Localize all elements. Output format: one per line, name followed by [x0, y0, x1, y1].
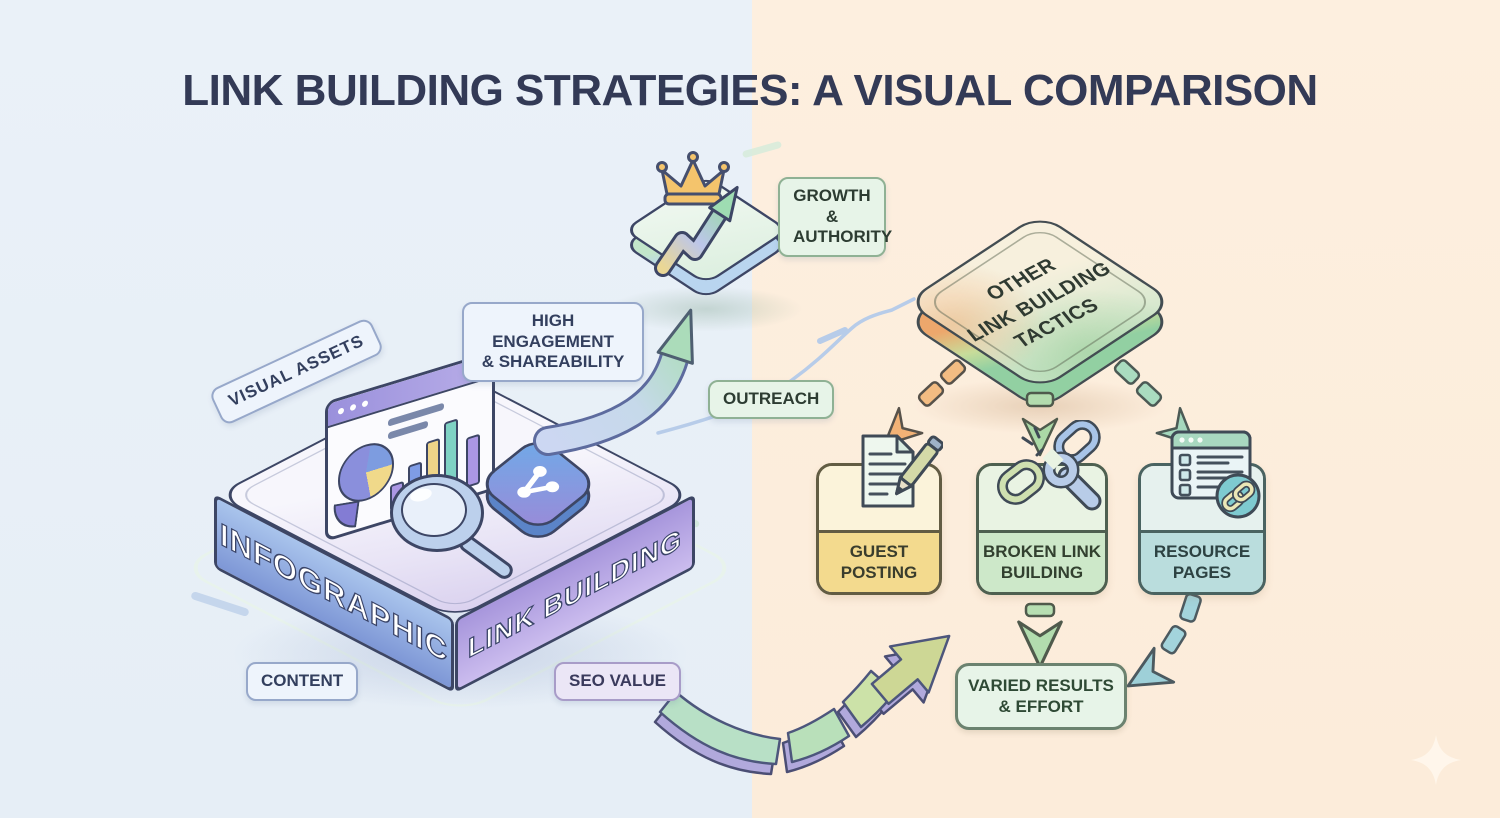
browser-dot-icon [350, 403, 356, 412]
outreach-label: OUTREACH [708, 380, 835, 419]
browser-dot-icon [362, 399, 368, 408]
tactics-diamond-label: OTHER LINK BUILDING TACTICS [963, 254, 1116, 353]
card-resource-label: RESOURCE PAGES [1141, 530, 1263, 592]
seo-value-label: SEO VALUE [554, 662, 681, 701]
magnifier-lens [401, 483, 467, 537]
tactics-diamond-label-wrap: OTHER LINK BUILDING TACTICS [944, 206, 1136, 398]
share-icon [475, 434, 601, 534]
high-engagement-label: HIGH ENGAGEMENT & SHAREABILITY [462, 302, 644, 383]
page-title: LINK BUILDING STRATEGIES: A VISUAL COMPA… [182, 66, 1318, 115]
pie-chart-icon [338, 435, 394, 510]
growth-authority-label: GROWTH & AUTHORITY [778, 177, 892, 258]
card-guest-label: GUEST POSTING [819, 530, 939, 592]
pie-wedge-icon [330, 500, 360, 532]
document-pen-icon [843, 428, 945, 529]
broken-chain-wrench-icon [995, 418, 1107, 525]
magnifier-icon [390, 474, 540, 594]
card-broken-label: BROKEN LINK BUILDING [979, 530, 1105, 592]
content-label: CONTENT [246, 662, 359, 701]
sparkle-icon [1408, 732, 1464, 793]
browser-dot-icon [338, 407, 344, 416]
varied-results-box: VARIED RESULTS & EFFORT [955, 663, 1127, 730]
crown-icon [651, 146, 735, 217]
browser-list-link-icon [1158, 426, 1268, 529]
share-glyph [512, 464, 564, 505]
